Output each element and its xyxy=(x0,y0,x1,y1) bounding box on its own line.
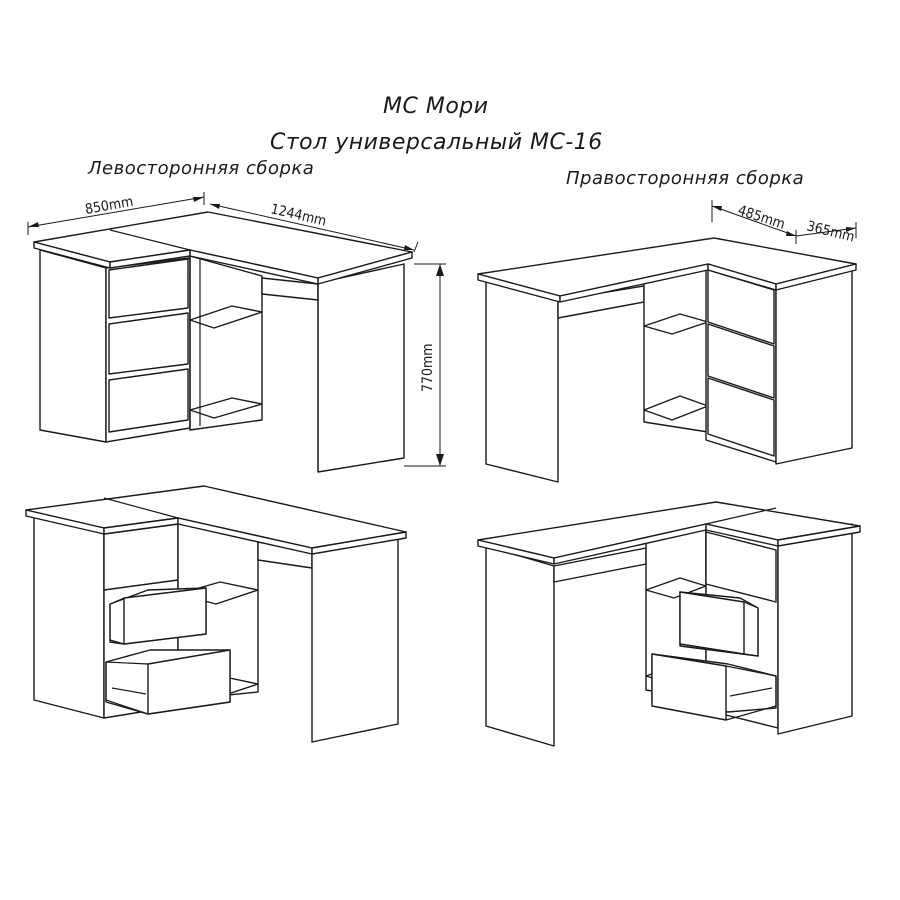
right-closed-dimensions: 485mm 365mm xyxy=(711,200,857,246)
drawer-front-open xyxy=(123,587,207,645)
left-open-desk xyxy=(25,485,407,743)
depth-dimension-line xyxy=(711,205,797,237)
drawer-front-open xyxy=(147,649,231,715)
pedestal-side-panel xyxy=(775,263,853,465)
depth-dimension-text: 485mm xyxy=(736,203,787,233)
product-title: Стол универсальный МС-16 xyxy=(270,130,603,155)
drawer-front xyxy=(707,377,775,457)
left-assembly-label: Левосторонняя сборка xyxy=(88,158,315,179)
right-open-desk xyxy=(477,501,861,747)
depth-dimension-text: 850mm xyxy=(84,194,135,218)
depth-dimension-line xyxy=(27,196,205,228)
right-assembly-label: Правосторонняя сборка xyxy=(566,168,805,189)
length-dimension-line xyxy=(209,203,415,251)
pedestal-width-text: 365mm xyxy=(805,218,856,245)
drawer-front-open xyxy=(679,591,745,655)
left-closed-desk xyxy=(33,211,413,473)
shelf-board xyxy=(189,305,263,329)
desk-leg xyxy=(485,277,559,483)
height-dimension-text: 770mm xyxy=(420,343,436,392)
desk-leg xyxy=(317,263,405,473)
drawer-front xyxy=(108,258,189,319)
right-closed-desk xyxy=(477,237,857,483)
desk-leg xyxy=(485,545,555,747)
pedestal-side-panel xyxy=(33,515,105,719)
drawer-front xyxy=(103,523,179,591)
brand-title: МС Мори xyxy=(383,94,489,119)
desk-leg xyxy=(311,533,399,743)
pedestal-side-panel xyxy=(777,523,853,735)
drawer-front-open xyxy=(651,653,727,721)
drawer-front xyxy=(705,531,777,603)
drawer-front xyxy=(707,323,775,399)
pedestal-side-panel xyxy=(39,249,107,443)
drawer-front xyxy=(108,368,189,433)
drawer-front xyxy=(108,312,189,375)
bottom-shelf xyxy=(189,397,263,419)
